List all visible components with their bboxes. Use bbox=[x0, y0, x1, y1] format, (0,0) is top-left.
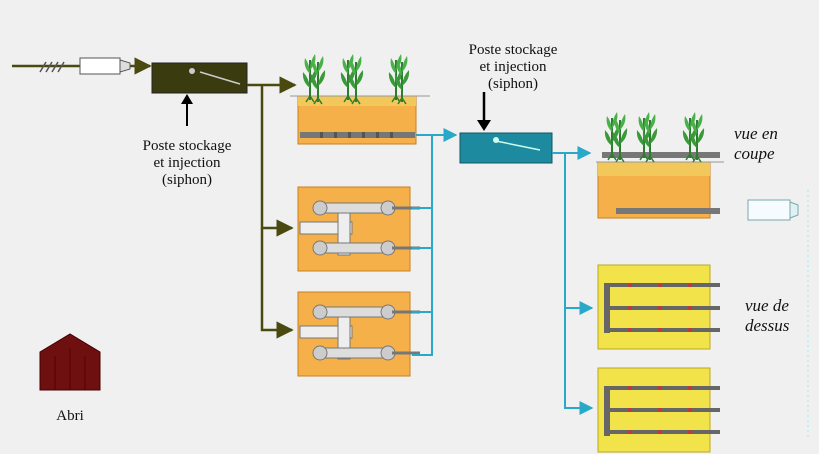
station-1-label: Poste stockage et injection (siphon) bbox=[122, 138, 252, 189]
filter-2-top bbox=[297, 186, 420, 272]
top-view-label-line-2: dessus bbox=[745, 316, 790, 335]
plant-icon bbox=[301, 53, 319, 103]
pipe-outlet-icon bbox=[747, 190, 809, 440]
filter-3-top bbox=[297, 291, 420, 377]
collection-pipes-stage-2 bbox=[552, 146, 594, 415]
filter-4-section bbox=[596, 111, 724, 219]
shelter-icon bbox=[39, 333, 101, 391]
station-2-label-line-1: Poste stockage bbox=[468, 42, 558, 58]
filter-5-top bbox=[597, 264, 720, 350]
storage-injection-station-2 bbox=[459, 92, 553, 164]
station-1-label-line-2: et injection bbox=[153, 155, 221, 171]
shelter-label: Abri bbox=[56, 408, 84, 424]
station-1-label-line-1: Poste stockage bbox=[142, 138, 232, 154]
filter-1-section bbox=[290, 53, 430, 145]
plant-icon bbox=[339, 53, 357, 103]
storage-injection-station-1 bbox=[151, 62, 248, 126]
filter-6-top bbox=[597, 367, 720, 453]
primary-distribution-pipes bbox=[247, 76, 297, 339]
inlet-pipe bbox=[12, 57, 152, 75]
station-1-label-line-3: (siphon) bbox=[162, 172, 212, 188]
station-2-label-line-3: (siphon) bbox=[488, 76, 538, 92]
station-2-label-line-2: et injection bbox=[479, 59, 547, 75]
section-view-label-line-2: coupe bbox=[734, 144, 775, 163]
station-2-label: Poste stockage et injection (siphon) bbox=[448, 42, 578, 93]
top-view-label-line-1: vue de bbox=[745, 296, 789, 315]
section-view-label-line-1: vue en bbox=[734, 124, 778, 143]
top-view-label: vue de dessus bbox=[745, 296, 789, 336]
collection-pipes-stage-1 bbox=[412, 128, 458, 356]
section-view-label: vue en coupe bbox=[734, 124, 778, 164]
